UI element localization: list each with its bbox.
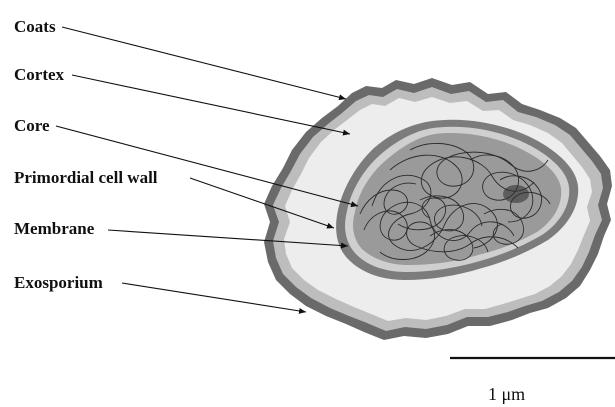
label-cortex: Cortex <box>14 65 65 84</box>
label-exosporium: Exosporium <box>14 273 103 292</box>
labels: Coats Cortex Core Primordial cell wall M… <box>14 17 158 292</box>
leader-line-exosporium <box>122 283 306 312</box>
label-membrane: Membrane <box>14 219 95 238</box>
spore-illustration <box>264 78 612 340</box>
label-coats: Coats <box>14 17 56 36</box>
scale-bar-label: 1 μm <box>488 384 525 404</box>
leader-line-coats <box>62 27 346 99</box>
scale-bar: 1 μm <box>450 358 615 404</box>
core-dense-region <box>503 185 529 203</box>
label-core: Core <box>14 116 50 135</box>
label-primordial-cell-wall: Primordial cell wall <box>14 168 158 187</box>
leader-line-cortex <box>72 75 350 134</box>
